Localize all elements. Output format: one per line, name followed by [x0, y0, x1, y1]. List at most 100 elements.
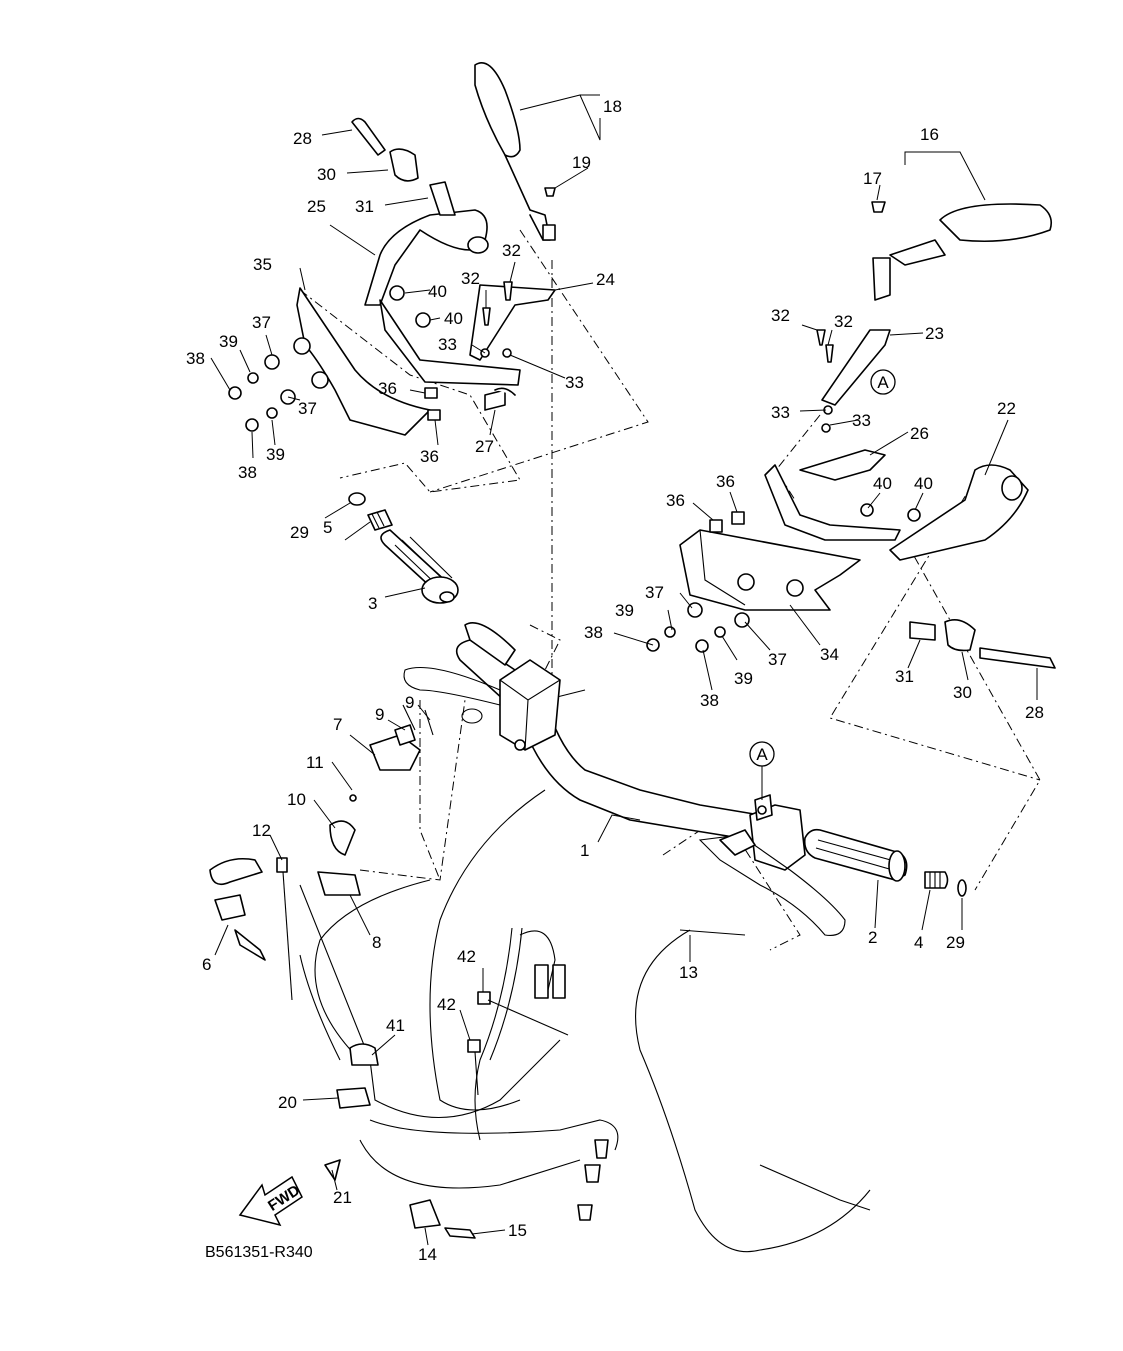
left-small-bolts: [480, 187, 556, 358]
callout: 38: [700, 691, 719, 710]
callout: 39: [615, 601, 634, 620]
callout: 40: [428, 282, 447, 301]
throttle-housing: [464, 622, 561, 751]
callout: 36: [716, 472, 735, 491]
callout: 30: [953, 683, 972, 702]
right-deflector: [679, 529, 861, 611]
callout: 36: [420, 447, 439, 466]
callout: 31: [895, 667, 914, 686]
left-grip: [380, 529, 459, 604]
callout: 33: [771, 403, 790, 422]
left-clamps: [317, 704, 434, 896]
left-mirror-mount: [469, 284, 556, 411]
callout: 32: [461, 269, 480, 288]
callout: 27: [475, 437, 494, 456]
callout: 16: [920, 125, 939, 144]
right-mirror-mount: [799, 329, 891, 481]
callout: 13: [679, 963, 698, 982]
callout: 37: [252, 313, 271, 332]
bar-end-left: [348, 492, 393, 531]
callout: 33: [565, 373, 584, 392]
callout: 42: [437, 995, 456, 1014]
callout: 34: [820, 645, 839, 664]
callout: 23: [925, 324, 944, 343]
callout: 18: [603, 97, 622, 116]
callout: 2: [868, 928, 877, 947]
right-lever: [698, 829, 846, 936]
svg-text:A: A: [756, 745, 768, 764]
right-switch-housing: [749, 794, 806, 871]
callout: 15: [508, 1221, 527, 1240]
callout: 30: [317, 165, 336, 184]
callout: 32: [502, 241, 521, 260]
callout: 28: [293, 129, 312, 148]
ref-marker-a-upper: A: [870, 369, 896, 395]
ref-marker-a-lower: A: [749, 741, 775, 767]
callout: 32: [771, 306, 790, 325]
left-mirror: [474, 62, 556, 241]
leader-lines: [210, 94, 1038, 1246]
callout: 39: [219, 332, 238, 351]
left-end-parts: [351, 117, 456, 216]
callout: 17: [863, 169, 882, 188]
callout: 22: [997, 399, 1016, 418]
dashed-group-lines: [299, 229, 1041, 951]
fwd-arrow-icon: FWD: [238, 1175, 303, 1227]
callout: 39: [734, 669, 753, 688]
callout: 19: [572, 153, 591, 172]
callout: 32: [834, 312, 853, 331]
callout: 41: [386, 1016, 405, 1035]
callout: 37: [298, 399, 317, 418]
callout: 4: [914, 933, 923, 952]
callout: 29: [946, 933, 965, 952]
callout: 9: [375, 705, 384, 724]
left-handguard: [364, 209, 521, 386]
callout: 38: [584, 623, 603, 642]
callout: 40: [873, 474, 892, 493]
svg-text:A: A: [877, 373, 889, 392]
callout: 42: [457, 947, 476, 966]
callout: 40: [914, 474, 933, 493]
callout: 25: [307, 197, 326, 216]
callout: 24: [596, 270, 615, 289]
callout: 33: [438, 335, 457, 354]
callout: 20: [278, 1093, 297, 1112]
right-hardware: [646, 329, 921, 653]
handlebar: [455, 639, 781, 846]
callout: 7: [333, 715, 342, 734]
callout: 37: [645, 583, 664, 602]
callout: 5: [323, 518, 332, 537]
callout: 9: [405, 693, 414, 712]
callout: 10: [287, 790, 306, 809]
callout: 38: [186, 349, 205, 368]
cable-clips: [324, 964, 609, 1239]
callout: 12: [252, 821, 271, 840]
callout: 28: [1025, 703, 1044, 722]
callout: 39: [266, 445, 285, 464]
callout: 26: [910, 424, 929, 443]
callout: 37: [768, 650, 787, 669]
callout: 1: [580, 841, 589, 860]
callout: 35: [253, 255, 272, 274]
right-end-parts: [909, 619, 1056, 669]
callout: 11: [306, 753, 324, 772]
callout: 8: [372, 933, 381, 952]
bar-end-right: [924, 871, 967, 897]
throttle-cable-ends: [209, 857, 293, 1001]
callout: 6: [202, 955, 211, 974]
callout: 33: [852, 411, 871, 430]
callout: 29: [290, 523, 309, 542]
callout: 36: [378, 379, 397, 398]
callout: 31: [355, 197, 374, 216]
left-lever-ghost: [403, 666, 501, 724]
callout-labels: 1 2 3 4 5 6 7 8 9 9 10 11 12 13 14 15 16…: [186, 97, 1044, 1264]
right-handguard: [764, 464, 1029, 561]
diagram-code: B561351-R340: [205, 1244, 313, 1261]
callout: 38: [238, 463, 257, 482]
callout: 36: [666, 491, 685, 510]
right-mirror: [871, 201, 1053, 301]
callout: 40: [444, 309, 463, 328]
callout: 21: [333, 1188, 352, 1207]
callout: 14: [418, 1245, 437, 1264]
